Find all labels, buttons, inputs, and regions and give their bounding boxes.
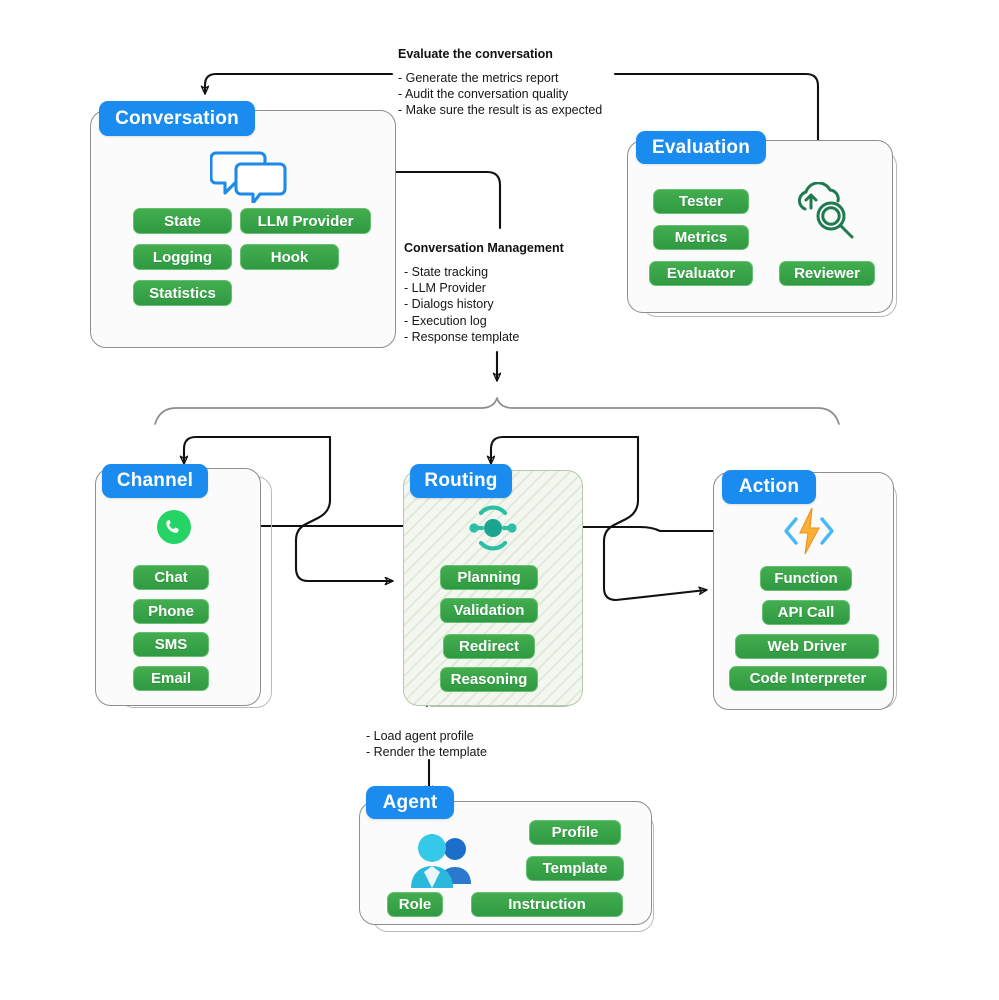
module-routing[interactable] <box>403 470 583 706</box>
code-lightning-icon <box>780 506 838 556</box>
pill-action-function[interactable]: Function <box>760 566 852 591</box>
pill-label: Role <box>398 896 432 913</box>
pill-channel-chat[interactable]: Chat <box>133 565 209 590</box>
module-title-evaluation-label: Evaluation <box>651 136 751 158</box>
annotation-conversation-management: Conversation Management - State tracking… <box>404 241 564 345</box>
pill-evaluation-tester[interactable]: Tester <box>653 189 749 214</box>
annotation-title: Evaluate the conversation <box>398 47 553 61</box>
module-title-agent[interactable]: Agent <box>366 786 454 819</box>
annotation-line: - Render the template <box>366 745 487 760</box>
whatsapp-chat-icon <box>156 509 192 545</box>
pill-agent-instruction[interactable]: Instruction <box>471 892 623 917</box>
pill-label: State <box>164 212 201 230</box>
pill-conversation-llm-provider[interactable]: LLM Provider <box>240 208 371 234</box>
module-title-routing[interactable]: Routing <box>410 464 512 498</box>
pill-label: Chat <box>154 569 188 586</box>
annotation-line: - LLM Provider <box>404 281 486 296</box>
pill-label: Statistics <box>149 284 216 302</box>
pill-label: Web Driver <box>767 638 847 655</box>
annotation-line: - Generate the metrics report <box>398 71 559 85</box>
pill-evaluation-metrics[interactable]: Metrics <box>653 225 749 250</box>
pill-channel-sms[interactable]: SMS <box>133 632 209 657</box>
pill-conversation-logging[interactable]: Logging <box>133 244 232 270</box>
pill-agent-role[interactable]: Role <box>387 892 443 917</box>
module-title-routing-label: Routing <box>424 470 498 491</box>
pill-channel-phone[interactable]: Phone <box>133 599 209 624</box>
pill-label: Evaluator <box>666 265 736 282</box>
pill-evaluation-evaluator[interactable]: Evaluator <box>649 261 753 286</box>
wire-evaluate-to-conversation <box>205 72 394 93</box>
module-title-conversation[interactable]: Conversation <box>99 101 255 136</box>
routing-hub-icon <box>460 504 526 552</box>
pill-label: Phone <box>148 603 194 620</box>
annotation-evaluate-the-conversation: Evaluate the conversation - Generate the… <box>398 47 602 119</box>
wire-brace-to-routing <box>491 435 640 463</box>
pill-label: SMS <box>154 636 188 653</box>
pill-conversation-state[interactable]: State <box>133 208 232 234</box>
wire-routing-to-action-body <box>602 435 706 602</box>
module-title-evaluation[interactable]: Evaluation <box>636 131 766 164</box>
annotation-line: - Load agent profile <box>366 729 474 743</box>
annotation-agent-loading: - Load agent profile - Render the templa… <box>366 728 487 760</box>
pill-label: Profile <box>551 824 599 841</box>
pill-label: Tester <box>679 193 723 210</box>
wire-brace-to-channel <box>184 435 332 463</box>
cloud-magnifier-icon <box>793 181 859 244</box>
pill-routing-planning[interactable]: Planning <box>440 565 538 590</box>
wire-channel-to-routing-body <box>294 435 392 581</box>
pill-label: LLM Provider <box>257 212 354 230</box>
pill-label: Email <box>150 670 192 687</box>
pill-label: Hook <box>270 248 309 266</box>
chat-bubbles-icon <box>209 147 288 205</box>
module-title-channel-label: Channel <box>116 470 194 491</box>
pill-agent-template[interactable]: Template <box>526 856 624 881</box>
pill-label: Logging <box>152 248 213 266</box>
pill-action-api-call[interactable]: API Call <box>762 600 850 625</box>
module-title-conversation-label: Conversation <box>115 107 239 129</box>
pill-label: API Call <box>777 604 835 621</box>
pill-label: Metrics <box>674 229 728 246</box>
annotation-line: - Response template <box>404 329 520 344</box>
pill-label: Instruction <box>508 896 586 913</box>
pill-label: Validation <box>453 602 525 619</box>
pill-label: Code Interpreter <box>749 670 867 687</box>
pill-conversation-hook[interactable]: Hook <box>240 244 339 270</box>
pill-label: Redirect <box>458 638 520 655</box>
module-title-agent-label: Agent <box>382 791 438 813</box>
pill-conversation-statistics[interactable]: Statistics <box>133 280 232 306</box>
annotation-title: Conversation Management <box>404 241 564 255</box>
module-title-action-label: Action <box>738 476 800 497</box>
users-icon <box>408 828 474 890</box>
module-title-channel[interactable]: Channel <box>102 464 208 498</box>
pill-agent-profile[interactable]: Profile <box>529 820 621 845</box>
brace-three-modules <box>154 397 840 425</box>
pill-label: Template <box>542 860 608 877</box>
pill-action-web-driver[interactable]: Web Driver <box>735 634 879 659</box>
annotation-line: - Dialogs history <box>404 297 494 312</box>
pill-evaluation-reviewer[interactable]: Reviewer <box>779 261 875 286</box>
pill-label: Function <box>774 570 838 587</box>
annotation-line: - Make sure the result is as expected <box>398 103 603 118</box>
pill-routing-reasoning[interactable]: Reasoning <box>440 667 538 692</box>
pill-label: Reasoning <box>450 671 528 688</box>
pill-label: Reviewer <box>794 265 860 282</box>
annotation-line: - State tracking <box>404 265 489 279</box>
pill-routing-validation[interactable]: Validation <box>440 598 538 623</box>
pill-label: Planning <box>457 569 521 586</box>
pill-routing-redirect[interactable]: Redirect <box>443 634 535 659</box>
annotation-line: - Audit the conversation quality <box>398 87 569 102</box>
module-title-action[interactable]: Action <box>722 470 816 504</box>
pill-channel-email[interactable]: Email <box>133 666 209 691</box>
pill-action-code-interpreter[interactable]: Code Interpreter <box>729 666 887 691</box>
annotation-line: - Execution log <box>404 313 487 328</box>
